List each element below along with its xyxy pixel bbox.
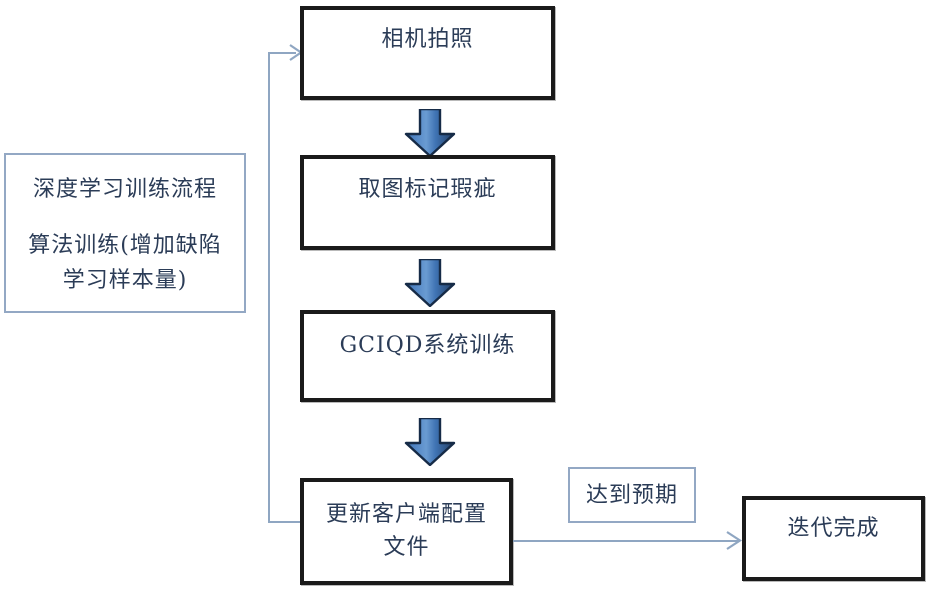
info-panel-line2: 算法训练(增加缺陷 学习样本量)	[28, 233, 222, 293]
step-mark-box[interactable]: 取图标记瑕疵	[300, 155, 555, 250]
terminal-label: 迭代完成	[787, 516, 880, 541]
step-camera-label: 相机拍照	[381, 27, 474, 52]
info-panel-line1: 深度学习训练流程	[32, 177, 217, 202]
decision-label-text: 达到预期	[585, 483, 678, 508]
feedback-line-bottom	[268, 521, 303, 523]
step-update-label: 更新客户端配置 文件	[325, 502, 487, 560]
step-train-label: GCIQD系统训练	[339, 333, 516, 358]
decision-label-box: 达到预期	[568, 467, 696, 523]
exit-line	[513, 540, 739, 542]
arrow-camera-to-mark-icon	[404, 109, 456, 157]
feedback-line-top	[268, 52, 296, 54]
info-panel: 深度学习训练流程 算法训练(增加缺陷 学习样本量)	[4, 153, 246, 313]
arrow-mark-to-train-icon	[404, 259, 456, 307]
arrow-train-to-update-icon	[404, 418, 456, 466]
terminal-box[interactable]: 迭代完成	[742, 496, 925, 581]
step-train-box[interactable]: GCIQD系统训练	[300, 310, 555, 402]
step-camera-box[interactable]: 相机拍照	[300, 6, 555, 100]
feedback-line-vertical	[268, 52, 270, 523]
step-update-box[interactable]: 更新客户端配置 文件	[300, 478, 513, 585]
exit-arrowhead-icon	[726, 531, 743, 550]
step-mark-label: 取图标记瑕疵	[358, 177, 497, 202]
